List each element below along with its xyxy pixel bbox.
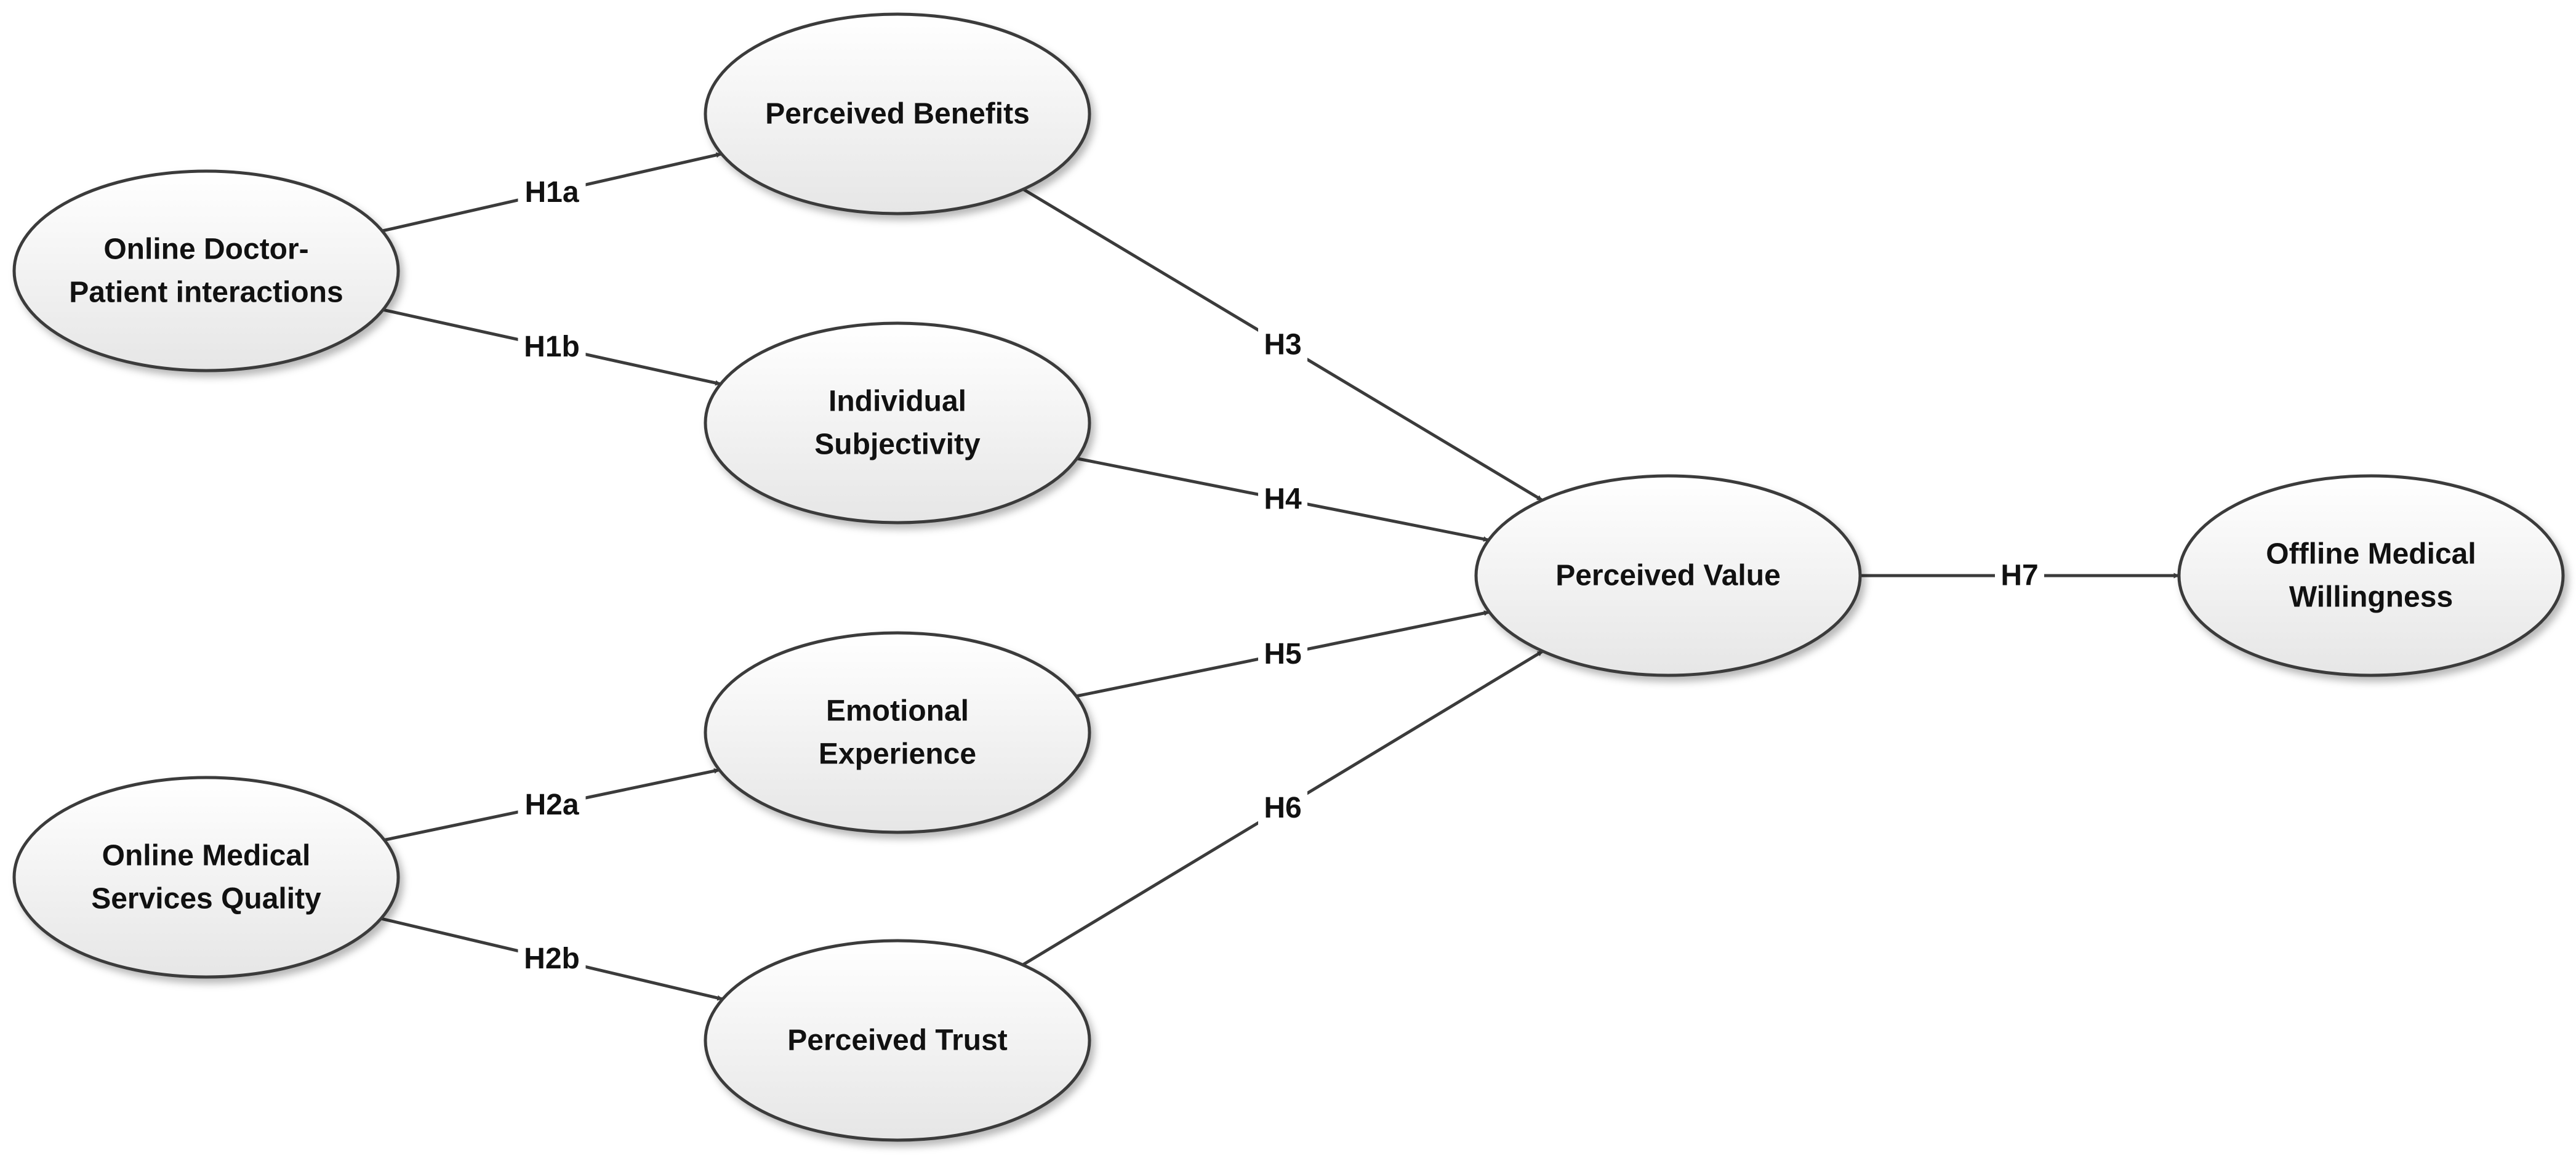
edge-label-text: H1a (524, 176, 579, 209)
edge-label-omsq-to-ee: H2a (518, 785, 586, 824)
edge-label-background (518, 327, 586, 366)
node-ellipse (12, 169, 400, 372)
edge-label-omsq-to-pt: H2b (518, 939, 586, 978)
node-ellipse (1474, 474, 1862, 677)
node-ellipse (2177, 474, 2565, 677)
edge-label-text: H2b (524, 943, 580, 975)
edge-label-text: H6 (1264, 792, 1301, 824)
node-ellipse (12, 776, 400, 979)
edge-label-text: H5 (1264, 638, 1301, 670)
node-pv: Perceived Value (1474, 474, 1862, 677)
edge-label-background (518, 172, 586, 211)
node-label-line: Perceived Benefits (765, 98, 1030, 131)
edge-label-text: H1b (524, 331, 580, 363)
edge-label-text: H7 (2000, 560, 2038, 592)
node-pt: Perceived Trust (704, 939, 1091, 1142)
node-label-line: Emotional (826, 695, 969, 728)
edge-label-background (1258, 325, 1307, 363)
edge-label-background (1258, 788, 1307, 827)
edge-label-pt-to-pv: H6 (1258, 788, 1307, 827)
edge-label-ee-to-pv: H5 (1258, 634, 1307, 673)
node-odpi: Online Doctor- Patient interactions (12, 169, 400, 372)
node-label-line: Experience (819, 738, 976, 771)
node-ellipse (704, 12, 1091, 215)
node-ellipse (704, 939, 1091, 1142)
node-label-line: Online Medical (102, 840, 311, 872)
node-label-line: Online Doctor- (103, 233, 308, 266)
edge-label-pv-to-omw: H7 (1995, 556, 2044, 594)
node-label-line: Perceived Trust (787, 1024, 1008, 1057)
edge-label-background (1258, 480, 1307, 518)
node-label-line: Willingness (2289, 581, 2453, 614)
edge-label-text: H3 (1264, 329, 1301, 361)
node-label-line: Offline Medical (2266, 538, 2476, 571)
node-ellipse (704, 321, 1091, 525)
edge-label-is-to-pv: H4 (1258, 480, 1307, 518)
node-pb: Perceived Benefits (704, 12, 1091, 215)
nodes-layer: Online Doctor-Patient interactionsOnline… (12, 12, 2565, 1142)
node-label-line: Individual (829, 385, 966, 418)
edge-label-background (1995, 556, 2044, 594)
edge-label-background (518, 785, 586, 824)
node-label-line: Subjectivity (814, 428, 981, 461)
edge-label-odpi-to-is: H1b (518, 327, 586, 366)
edge-label-odpi-to-pb: H1a (518, 172, 586, 211)
edge-label-pb-to-pv: H3 (1258, 325, 1307, 363)
node-label-line: Services Quality (91, 883, 321, 915)
edge-label-background (1258, 634, 1307, 673)
node-ellipse (704, 631, 1091, 834)
node-label-line: Perceived Value (1555, 560, 1781, 592)
node-label-line: Patient interactions (69, 276, 343, 309)
edge-label-text: H2a (524, 789, 579, 821)
edge-label-background (518, 939, 586, 978)
edges-layer (380, 152, 2180, 1001)
edge-label-text: H4 (1264, 483, 1302, 516)
